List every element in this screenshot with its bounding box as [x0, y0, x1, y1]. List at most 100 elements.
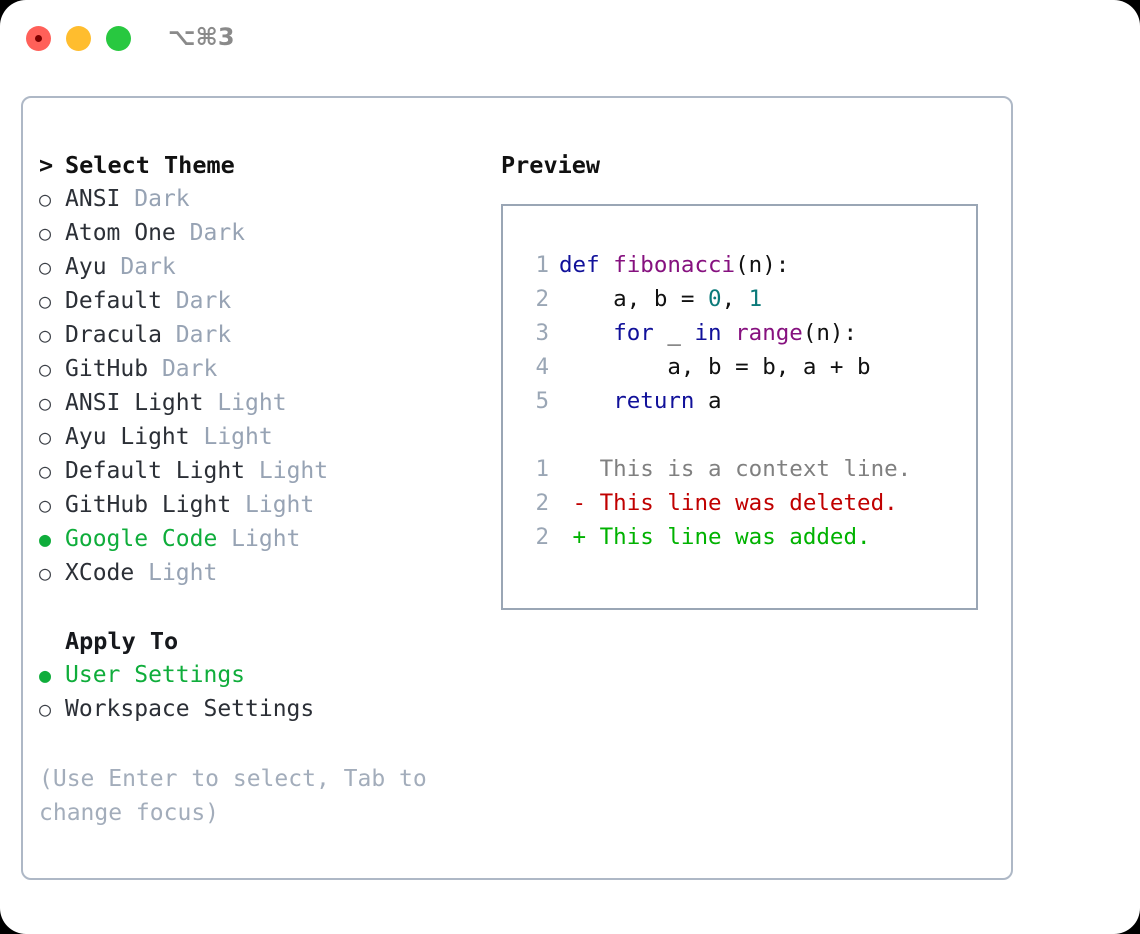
radio-unselected-icon: ○ — [39, 493, 52, 517]
code-token: return — [613, 388, 695, 414]
close-window-button[interactable] — [26, 26, 51, 51]
diff-line: 2 + This line was added. — [521, 520, 911, 554]
diff-marker — [559, 456, 586, 482]
select-theme-title: Select Theme — [65, 151, 235, 179]
apply-to-label: Apply To — [65, 627, 179, 655]
list-spacer — [39, 590, 489, 624]
code-token: a, b = b, a + b — [559, 354, 871, 380]
diff-marker: + — [559, 524, 587, 550]
theme-picker-card: >Select Theme ○ANSI Dark○Atom One Dark○A… — [21, 96, 1013, 880]
theme-option-google-code[interactable]: ● Google Code Light — [39, 522, 489, 556]
diff-text: This line was deleted. — [586, 490, 898, 516]
apply-to-option-user-settings[interactable]: ● User Settings — [39, 658, 489, 692]
radio-unselected-icon: ○ — [39, 323, 52, 347]
diff-marker: - — [559, 490, 587, 516]
theme-name: Ayu Light — [65, 424, 204, 450]
theme-name: XCode — [65, 560, 149, 586]
theme-option-default[interactable]: ○ Default Dark — [39, 284, 489, 318]
line-number: 1 — [535, 456, 549, 482]
theme-name: Google Code — [65, 526, 232, 552]
theme-variant-tag: Light — [203, 424, 273, 450]
theme-option-xcode[interactable]: ○ XCode Light — [39, 556, 489, 590]
preview-title: Preview — [501, 151, 601, 179]
theme-option-ansi[interactable]: ○ ANSI Dark — [39, 182, 489, 216]
code-token: range — [735, 320, 803, 346]
theme-option-default-light[interactable]: ○Default Light Light — [39, 454, 489, 488]
theme-option-ansi-light[interactable]: ○ANSI Light Light — [39, 386, 489, 420]
code-token — [559, 388, 613, 414]
theme-variant-tag: Light — [231, 526, 301, 552]
radio-unselected-icon: ○ — [39, 425, 52, 449]
theme-option-ayu-light[interactable]: ○ Ayu Light Light — [39, 420, 489, 454]
radio-unselected-icon: ○ — [39, 221, 52, 245]
line-number: 2 — [535, 490, 549, 516]
theme-variant-tag: Dark — [175, 288, 232, 314]
code-line: 3 for _ in range(n): — [521, 316, 911, 350]
preview-panel: Preview — [501, 148, 1001, 182]
apply-to-option-label: Workspace Settings — [65, 696, 315, 722]
keyboard-hint: (Use Enter to select, Tab to change focu… — [39, 766, 427, 826]
radio-unselected-icon: ○ — [39, 289, 52, 313]
code-token: in — [694, 320, 722, 346]
code-token: fibonacci — [613, 252, 736, 278]
line-number: 5 — [535, 388, 549, 414]
theme-option-dracula[interactable]: ○Dracula Dark — [39, 318, 489, 352]
radio-unselected-icon: ○ — [39, 255, 52, 279]
theme-variant-tag: Light — [245, 492, 315, 518]
theme-option-atom-one[interactable]: ○ Atom One Dark — [39, 216, 489, 250]
title-bar: ⌥⌘3 — [0, 0, 1140, 78]
theme-variant-tag: Dark — [134, 186, 190, 212]
line-number: 4 — [535, 354, 549, 380]
theme-name: GitHub — [65, 356, 162, 382]
theme-name: Default — [65, 288, 176, 314]
apply-to-list: ● User Settings ○ Workspace Settings — [39, 658, 489, 726]
radio-unselected-icon: ○ — [39, 561, 52, 585]
diff-line: 2 - This line was deleted. — [521, 486, 911, 520]
theme-name: Ayu — [65, 254, 121, 280]
theme-variant-tag: Dark — [189, 220, 246, 246]
line-number: 2 — [535, 286, 549, 312]
theme-name: ANSI Light — [65, 390, 218, 416]
code-line: 4 a, b = b, a + b — [521, 350, 911, 384]
code-line: 1 def fibonacci(n): — [521, 248, 911, 282]
code-token: _ — [653, 320, 695, 346]
theme-list: ○ANSI Dark○Atom One Dark○Ayu Dark○Defaul… — [39, 182, 489, 590]
theme-name: Atom One — [65, 220, 190, 246]
line-number: 1 — [535, 252, 549, 278]
diff-text: This line was added. — [586, 524, 871, 550]
radio-selected-icon: ● — [39, 527, 52, 551]
theme-variant-tag: Light — [217, 390, 287, 416]
radio-unselected-icon: ○ — [39, 187, 52, 211]
diff-line: 1 This is a context line. — [521, 452, 911, 486]
prompt-caret-icon: > — [39, 151, 54, 179]
theme-variant-tag: Light — [148, 560, 218, 586]
theme-option-ayu[interactable]: ○Ayu Dark — [39, 250, 489, 284]
radio-selected-icon: ● — [39, 663, 52, 687]
code-line: 5 return a — [521, 384, 911, 418]
code-token: a — [694, 388, 722, 414]
code-token: def — [559, 252, 614, 278]
code-token: 1 — [748, 286, 763, 312]
radio-unselected-icon: ○ — [39, 357, 52, 381]
line-number: 2 — [535, 524, 549, 550]
code-token: (n): — [802, 320, 858, 346]
maximize-window-button[interactable] — [106, 26, 131, 51]
theme-option-github-light[interactable]: ○ GitHub Light Light — [39, 488, 489, 522]
code-line: 2 a, b = 0, 1 — [521, 282, 911, 316]
apply-to-option-label: User Settings — [65, 662, 246, 688]
radio-unselected-icon: ○ — [39, 697, 52, 721]
theme-option-github[interactable]: ○GitHub Dark — [39, 352, 489, 386]
theme-name: ANSI — [65, 186, 135, 212]
code-token: a, b = — [559, 286, 709, 312]
theme-name: Default Light — [65, 458, 259, 484]
apply-to-option-workspace-settings[interactable]: ○ Workspace Settings — [39, 692, 489, 726]
code-token: (n): — [735, 252, 790, 278]
code-token — [559, 320, 613, 346]
keyboard-shortcut-label: ⌥⌘3 — [168, 23, 235, 51]
minimize-window-button[interactable] — [66, 26, 91, 51]
select-theme-header: > Select Theme — [39, 148, 489, 182]
theme-name: GitHub Light — [65, 492, 246, 518]
